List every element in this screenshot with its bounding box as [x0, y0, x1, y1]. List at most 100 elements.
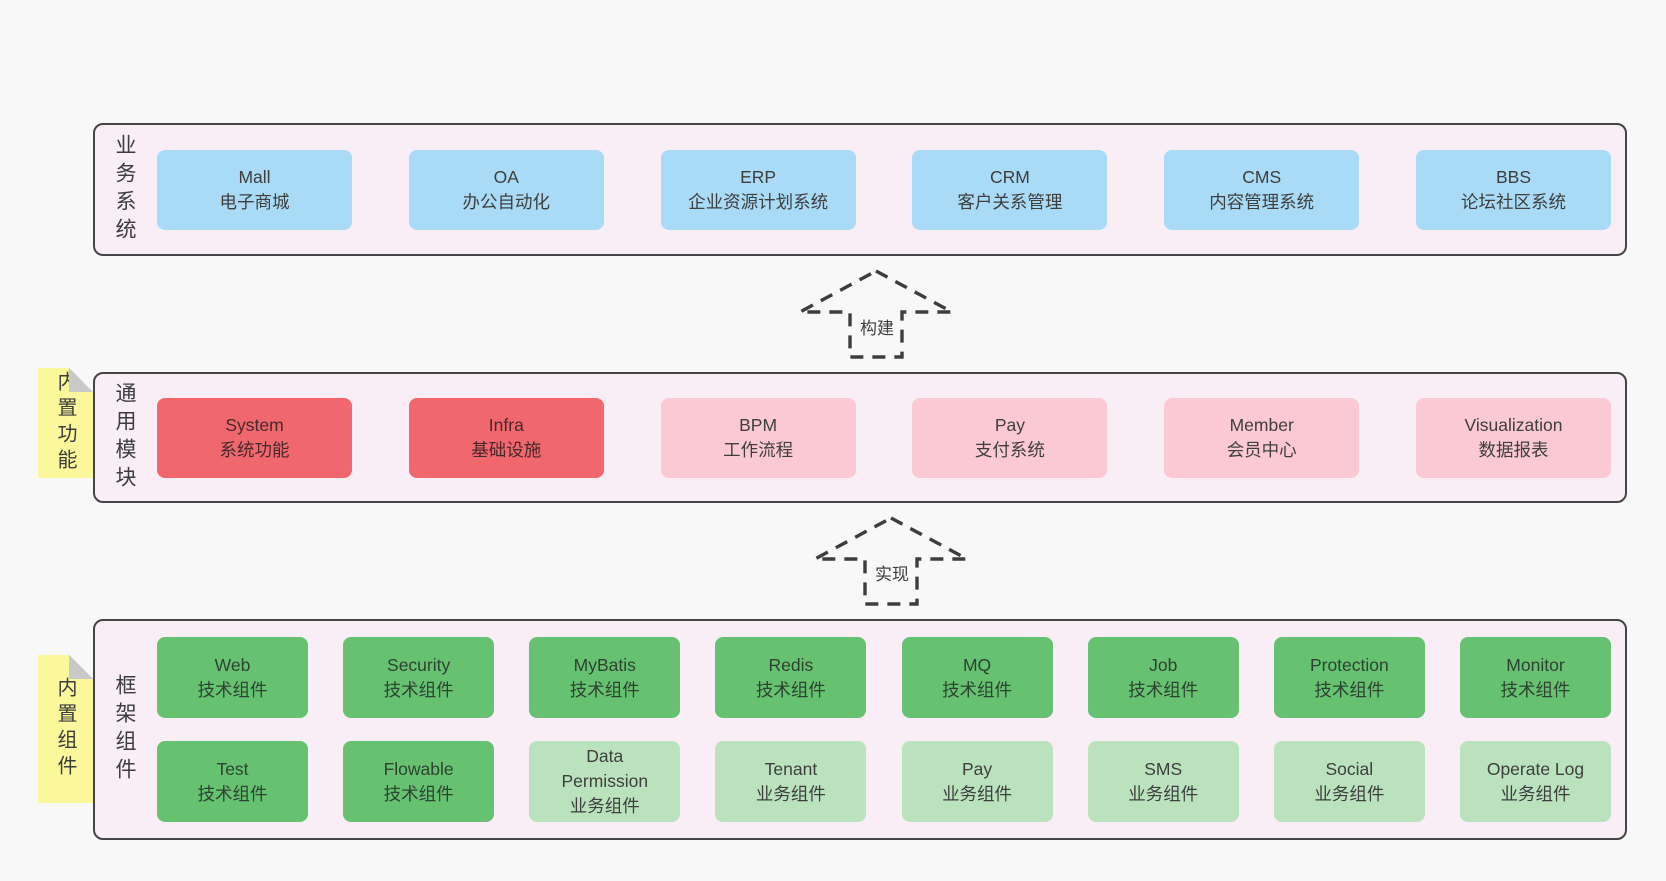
box-flowable: Flowable 技术组件	[343, 741, 495, 822]
box-subtitle: 电子商城	[219, 191, 290, 212]
box-subtitle: 系统功能	[219, 439, 290, 460]
box-title: Security	[387, 654, 451, 675]
box-member: Member 会员中心	[1164, 397, 1360, 478]
box-bbs: BBS 论坛社区系统	[1415, 149, 1611, 230]
box-pay-module: Pay 支付系统	[912, 397, 1108, 478]
sticky-note-built-in-features: 内置功能	[38, 368, 93, 478]
build-arrow-icon	[799, 269, 953, 359]
box-title: Data Permission	[561, 746, 649, 791]
box-title: Redis	[768, 654, 814, 675]
box-job: Job 技术组件	[1087, 637, 1239, 718]
component-row-2: Test 技术组件 Flowable 技术组件 Data Permission …	[157, 741, 1611, 822]
box-cms: CMS 内容管理系统	[1164, 149, 1360, 230]
box-operate-log: Operate Log 业务组件	[1459, 741, 1611, 822]
band-common-modules: 通用模块 System 系统功能 Infra 基础设施 BPM 工作流程 Pay…	[93, 372, 1627, 503]
box-title: Job	[1149, 654, 1178, 675]
box-subtitle: 业务组件	[755, 783, 826, 804]
box-title: Social	[1325, 758, 1374, 779]
band-business-systems: 业务系统 Mall 电子商城 OA 办公自动化 ERP 企业资源计划系统 CRM…	[93, 123, 1627, 256]
box-subtitle: 客户关系管理	[957, 191, 1063, 212]
box-bpm: BPM 工作流程	[660, 397, 856, 478]
box-title: ERP	[740, 166, 777, 187]
box-subtitle: 技术组件	[383, 679, 454, 700]
box-subtitle: 技术组件	[1500, 679, 1571, 700]
box-subtitle: 技术组件	[1314, 679, 1385, 700]
implement-arrow-icon	[814, 516, 968, 606]
box-mybatis: MyBatis 技术组件	[529, 637, 681, 718]
box-test: Test 技术组件	[157, 741, 308, 822]
box-subtitle: 业务组件	[1500, 783, 1571, 804]
box-oa: OA 办公自动化	[408, 149, 604, 230]
band-framework-components: 框架组件 Web 技术组件 Security 技术组件 MyBatis 技术组件…	[93, 619, 1627, 840]
box-title: Flowable	[383, 758, 454, 779]
box-title: MyBatis	[573, 654, 636, 675]
box-subtitle: 业务组件	[1314, 783, 1385, 804]
box-title: OA	[493, 166, 519, 187]
box-sms: SMS 业务组件	[1087, 741, 1239, 822]
box-mall: Mall 电子商城	[157, 149, 352, 230]
box-web: Web 技术组件	[157, 637, 308, 718]
box-tenant: Tenant 业务组件	[715, 741, 867, 822]
box-infra: Infra 基础设施	[408, 397, 604, 478]
box-title: Web	[214, 654, 251, 675]
box-redis: Redis 技术组件	[715, 637, 867, 718]
box-title: CMS	[1242, 166, 1282, 187]
build-arrow-label: 构建	[857, 314, 897, 339]
box-title: Pay	[994, 414, 1025, 435]
box-title: SMS	[1144, 758, 1183, 779]
box-title: Protection	[1309, 654, 1389, 675]
business-boxes: Mall 电子商城 OA 办公自动化 ERP 企业资源计划系统 CRM 客户关系…	[149, 125, 1625, 254]
box-system: System 系统功能	[157, 397, 352, 478]
box-title: Test	[216, 758, 249, 779]
box-subtitle: 工作流程	[723, 439, 794, 460]
box-mq: MQ 技术组件	[901, 637, 1053, 718]
box-subtitle: 技术组件	[197, 783, 268, 804]
box-subtitle: 业务组件	[1128, 783, 1199, 804]
box-subtitle: 办公自动化	[462, 191, 551, 212]
box-title: MQ	[962, 654, 992, 675]
box-title: Visualization	[1464, 414, 1563, 435]
band-label-common-modules: 通用模块	[113, 381, 136, 494]
box-subtitle: 支付系统	[974, 439, 1045, 460]
box-data-permission: Data Permission 业务组件	[529, 741, 681, 822]
box-subtitle: 技术组件	[1128, 679, 1199, 700]
box-title: BBS	[1495, 166, 1531, 187]
box-title: System	[225, 414, 284, 435]
box-crm: CRM 客户关系管理	[912, 149, 1108, 230]
sticky-note-built-in-components: 内置组件	[38, 655, 93, 803]
box-title: BPM	[739, 414, 778, 435]
box-subtitle: 内容管理系统	[1209, 191, 1315, 212]
box-subtitle: 业务组件	[942, 783, 1013, 804]
box-subtitle: 数据报表	[1478, 439, 1549, 460]
box-subtitle: 业务组件	[569, 796, 640, 816]
box-protection: Protection 技术组件	[1273, 637, 1425, 718]
box-visualization: Visualization 数据报表	[1415, 397, 1611, 478]
component-row-1: Web 技术组件 Security 技术组件 MyBatis 技术组件 Redi…	[157, 637, 1611, 718]
box-title: Mall	[238, 166, 271, 187]
box-title: CRM	[989, 166, 1030, 187]
box-subtitle: 技术组件	[197, 679, 268, 700]
box-title: Pay	[961, 758, 993, 779]
box-subtitle: 技术组件	[383, 783, 454, 804]
band-label-business-systems: 业务系统	[113, 133, 136, 246]
box-erp: ERP 企业资源计划系统	[660, 149, 856, 230]
box-title: Tenant	[764, 758, 818, 779]
component-boxes: Web 技术组件 Security 技术组件 MyBatis 技术组件 Redi…	[149, 621, 1625, 838]
box-monitor: Monitor 技术组件	[1459, 637, 1611, 718]
box-subtitle: 论坛社区系统	[1460, 191, 1566, 212]
box-subtitle: 企业资源计划系统	[688, 191, 829, 212]
module-boxes: System 系统功能 Infra 基础设施 BPM 工作流程 Pay 支付系统…	[149, 374, 1625, 501]
box-pay-component: Pay 业务组件	[901, 741, 1053, 822]
band-label-framework-components: 框架组件	[113, 673, 136, 786]
box-title: Member	[1229, 414, 1294, 435]
box-subtitle: 技术组件	[942, 679, 1013, 700]
box-title: Infra	[488, 414, 524, 435]
box-subtitle: 技术组件	[569, 679, 640, 700]
box-subtitle: 会员中心	[1226, 439, 1297, 460]
box-title: Operate Log	[1486, 758, 1585, 779]
box-security: Security 技术组件	[343, 637, 495, 718]
box-subtitle: 基础设施	[471, 439, 542, 460]
box-subtitle: 技术组件	[755, 679, 826, 700]
box-social: Social 业务组件	[1273, 741, 1425, 822]
